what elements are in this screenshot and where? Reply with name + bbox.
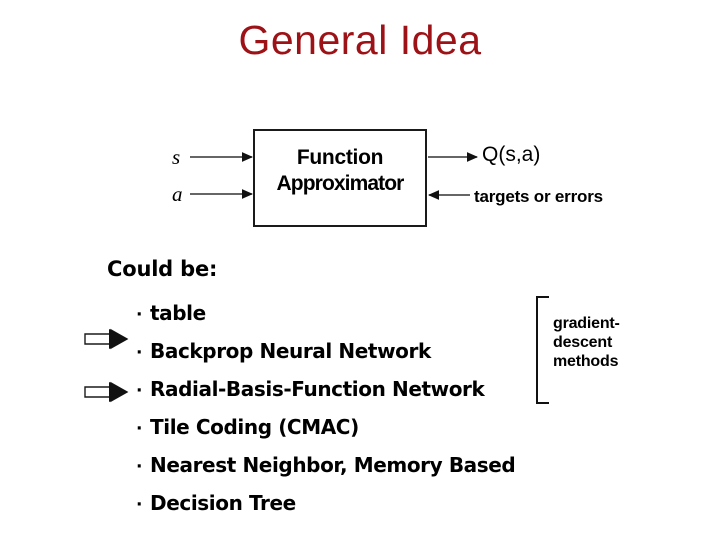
list-item-label: Decision Tree: [150, 491, 296, 515]
list-item-label: Nearest Neighbor, Memory Based: [150, 453, 516, 477]
function-approximator-box: [253, 129, 427, 227]
list-item[interactable]: · Backprop Neural Network: [136, 338, 515, 376]
bullet-glyph: ·: [136, 495, 143, 515]
highlight-arrow-backprop: [84, 328, 129, 350]
gradient-descent-bracket: [536, 296, 549, 404]
bullet-glyph: ·: [136, 381, 143, 401]
bullet-glyph: ·: [136, 305, 143, 325]
bullet-glyph: ·: [136, 343, 143, 363]
options-heading: Could be:: [107, 257, 218, 281]
list-item[interactable]: · Radial-Basis-Function Network: [136, 376, 515, 414]
gd-caption-line3: methods: [553, 353, 619, 370]
bullet-glyph: ·: [136, 419, 143, 439]
highlight-arrow-rbf: [84, 381, 129, 403]
function-approximator-options: · table · Backprop Neural Network · Radial-…: [136, 300, 516, 528]
list-item-label: table: [150, 301, 206, 325]
fa-label-line1: Function: [296, 146, 384, 169]
fa-label-line2: Approximator: [276, 172, 405, 196]
list-item[interactable]: · table: [136, 300, 515, 338]
q-value-output-label: Q(s,a): [482, 143, 541, 166]
training-signal-label: targets or errors: [474, 187, 603, 206]
bullet-glyph: ·: [136, 457, 143, 477]
list-item[interactable]: · Nearest Neighbor, Memory Based: [136, 452, 516, 490]
list-item-label: Radial-Basis-Function Network: [150, 377, 485, 401]
gd-caption-line1: gradient-: [553, 315, 620, 332]
state-input-label: s: [172, 145, 181, 169]
action-input-label: a: [172, 182, 183, 206]
list-item-label: Tile Coding (CMAC): [150, 415, 359, 439]
list-item[interactable]: · Tile Coding (CMAC): [136, 414, 515, 452]
list-item[interactable]: · Decision Tree: [136, 490, 515, 528]
list-item-label: Backprop Neural Network: [150, 339, 431, 363]
gd-caption-line2: descent: [553, 334, 613, 351]
page-title: General Idea: [238, 17, 482, 63]
function-approximator-label: Function Approximator: [253, 145, 427, 198]
gradient-descent-caption: gradient- descent methods: [553, 314, 620, 371]
